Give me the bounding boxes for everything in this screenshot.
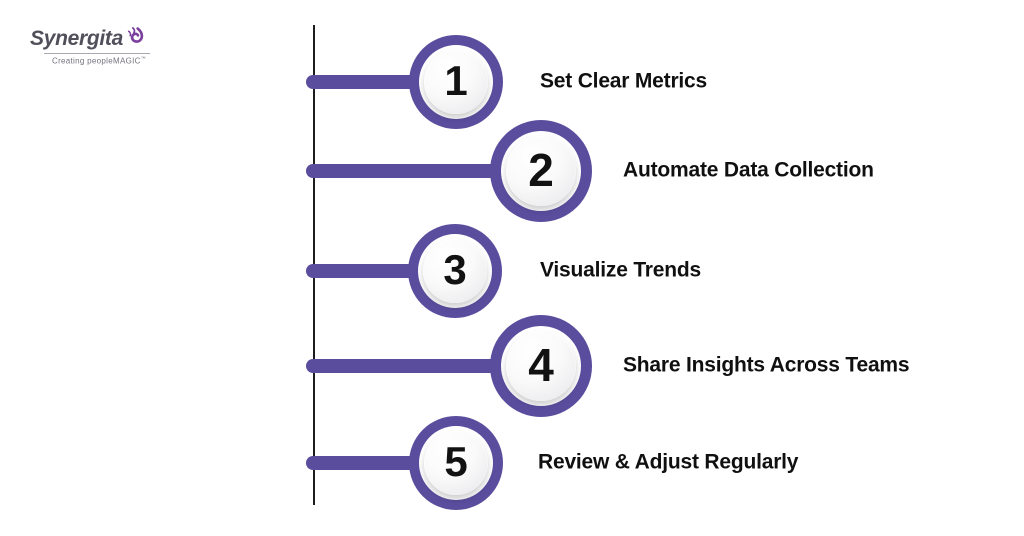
step-circle-face: 4 [506,331,576,401]
step-label: Automate Data Collection [623,158,874,182]
step-circle-ring: 1 [409,35,503,129]
step-circle-ring: 3 [408,224,502,318]
trademark-mark: ™ [140,56,147,62]
synergita-logo: Synergita Creating peopleMAGIC™ [30,26,180,66]
step-label: Set Clear Metrics [540,69,708,93]
step-circle-face: 1 [424,50,488,114]
logo-tagline: Creating peopleMAGIC™ [52,56,180,66]
step-circle-gap: 5 [418,425,494,501]
step-number: 3 [443,246,467,293]
logo-divider [44,53,150,54]
step-number: 2 [528,143,554,196]
logo-brand-text: Synergita [30,27,123,50]
step-circle-ring: 4 [490,315,592,417]
step-number: 4 [528,338,554,391]
step-circle-gap: 1 [418,44,494,120]
step-label: Visualize Trends [540,258,701,282]
step-label: Share Insights Across Teams [623,353,910,377]
step-number: 1 [444,57,468,104]
step-number: 5 [444,438,468,485]
peacock-swirl-icon [127,26,144,43]
logo-row: Synergita [30,26,180,52]
step-circle-face: 2 [506,136,576,206]
step-circle-gap: 3 [417,233,493,309]
step-circle-gap: 4 [500,325,582,407]
step-circle-ring: 5 [409,416,503,510]
step-circle-gap: 2 [500,130,582,212]
connector-bar [306,359,541,373]
step-circle-face: 5 [424,431,488,495]
step-label: Review & Adjust Regularly [538,450,799,474]
step-circle-face: 3 [423,239,487,303]
step-circle-ring: 2 [490,120,592,222]
logo-tagline-text: Creating peopleMAGIC [52,56,141,66]
connector-bar [306,164,541,178]
